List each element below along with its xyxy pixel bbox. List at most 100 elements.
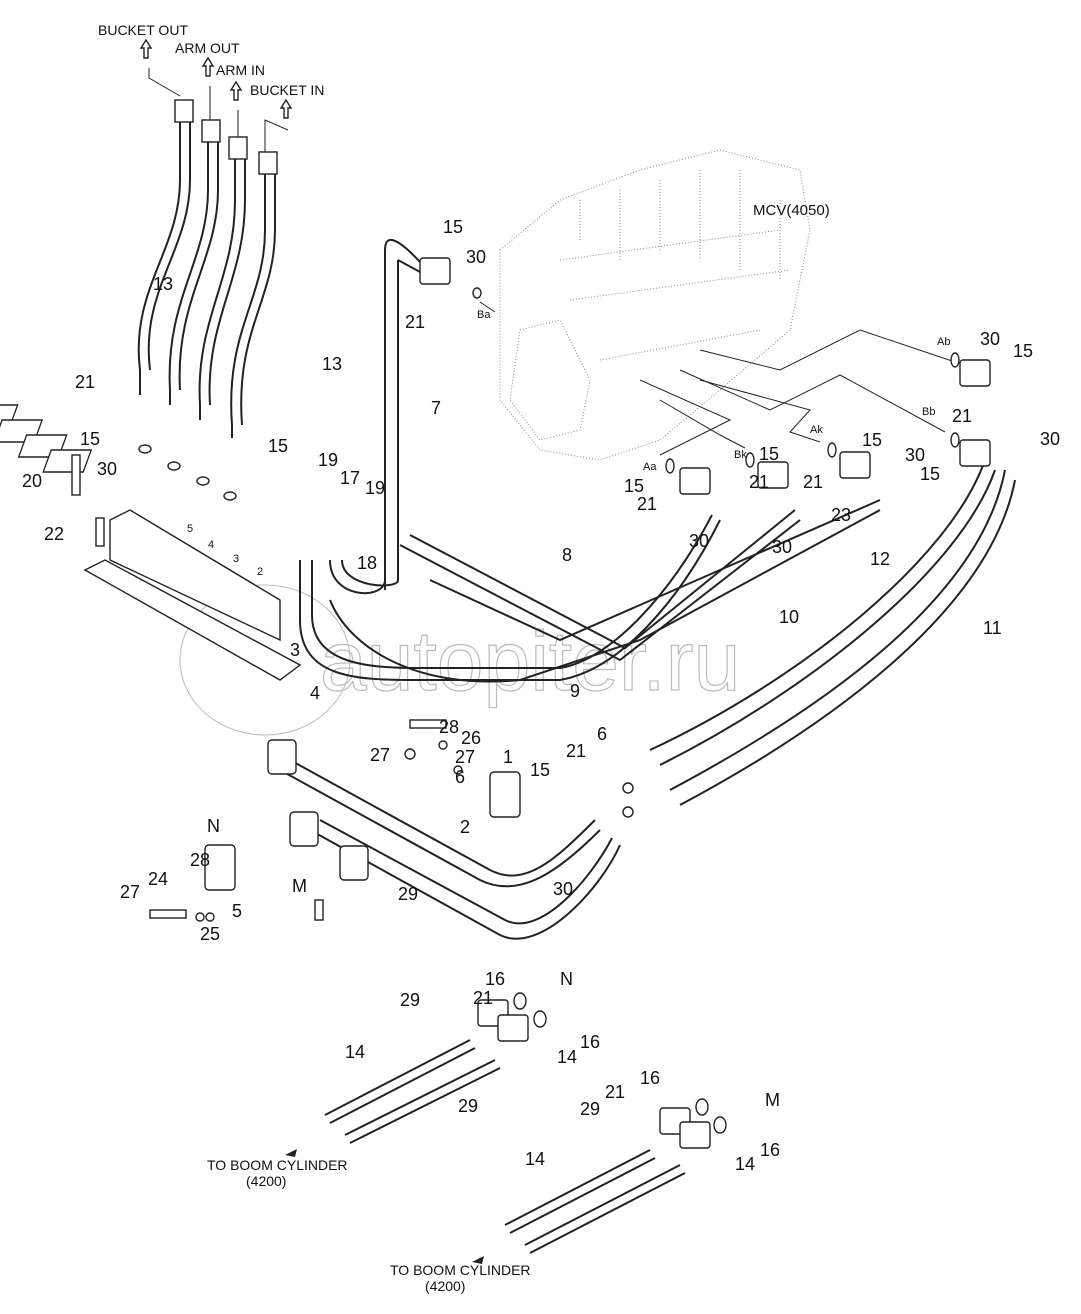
- callout-13: 13: [153, 274, 173, 294]
- callout-30: 30: [689, 531, 709, 551]
- callout-11: 11: [983, 618, 1002, 638]
- dest-1-line2: (4200): [246, 1173, 286, 1189]
- callout-21: 21: [405, 312, 425, 332]
- callout-14: 14: [345, 1042, 365, 1062]
- callout-29: 29: [398, 884, 418, 904]
- callout-21: 21: [952, 406, 972, 426]
- callout-30: 30: [97, 459, 117, 479]
- callout-4: 4: [310, 683, 320, 703]
- callout-16: 16: [580, 1032, 600, 1052]
- dest-2-line2: (4200): [425, 1278, 465, 1294]
- callout-14: 14: [525, 1149, 545, 1169]
- manifold-block: [83, 509, 302, 681]
- destinations: TO BOOM CYLINDER (4200) TO BOOM CYLINDER…: [207, 1157, 531, 1294]
- callout-15: 15: [80, 429, 100, 449]
- callout-16: 16: [760, 1140, 780, 1160]
- callout-19: 19: [365, 478, 385, 498]
- callout-15: 15: [268, 436, 288, 456]
- label-arm-out: ARM OUT: [175, 40, 240, 56]
- port-leaders: [479, 301, 956, 456]
- mcv-title: MCV(4050): [753, 202, 830, 219]
- boom-hoses: [285, 992, 727, 1264]
- callout-16: 16: [640, 1068, 660, 1088]
- callout-26: 26: [461, 728, 481, 748]
- block-port: 2: [257, 566, 263, 578]
- callout-28: 28: [190, 850, 210, 870]
- callout-9: 9: [570, 681, 580, 701]
- port-ab: Ab: [937, 336, 950, 348]
- callout-2: 2: [460, 817, 470, 837]
- callout-21: 21: [566, 741, 586, 761]
- callout-27: 27: [120, 882, 140, 902]
- port-bb: Bb: [922, 406, 935, 418]
- callout-21: 21: [749, 472, 769, 492]
- port-labels: Ba Ab Bb Aa Bk Ak: [477, 309, 950, 473]
- watermark-text: autopiter.ru: [320, 614, 740, 708]
- pipe-7: [329, 239, 421, 594]
- flow-arrows: [139, 38, 293, 152]
- callout-16: 16: [485, 969, 505, 989]
- long-hoses: [299, 459, 1016, 806]
- callout-30: 30: [980, 329, 1000, 349]
- callout-21: 21: [605, 1082, 625, 1102]
- dest-2-line1: TO BOOM CYLINDER: [390, 1262, 531, 1278]
- callout-28: 28: [439, 717, 459, 737]
- callout-29: 29: [400, 990, 420, 1010]
- label-bucket-out: BUCKET OUT: [98, 22, 188, 38]
- callout-14: 14: [557, 1047, 577, 1067]
- callout-15: 15: [624, 476, 644, 496]
- callout-6: 6: [455, 767, 465, 787]
- callout-15: 15: [862, 430, 882, 450]
- label-arm-in: ARM IN: [216, 62, 265, 78]
- callout-30: 30: [553, 879, 573, 899]
- block-port: 4: [208, 539, 214, 551]
- callout-22: 22: [44, 524, 64, 544]
- callout-20: 20: [22, 471, 42, 491]
- callout-27: 27: [370, 745, 390, 765]
- callout-14: 14: [735, 1154, 755, 1174]
- flow-labels: BUCKET OUT ARM OUT ARM IN BUCKET IN: [98, 22, 324, 98]
- callout-12: 12: [870, 549, 890, 569]
- mcv-valve-body: [499, 149, 811, 461]
- block-port: 5: [187, 523, 193, 535]
- callout-30: 30: [466, 247, 486, 267]
- hoses-13: [137, 99, 278, 438]
- callout-24: 24: [148, 869, 168, 889]
- port-bk: Bk: [734, 449, 747, 461]
- callout-18: 18: [357, 553, 377, 573]
- callout-19: 19: [318, 450, 338, 470]
- callout-8: 8: [562, 545, 572, 565]
- callout-15: 15: [1013, 341, 1033, 361]
- block-port: 3: [233, 553, 239, 565]
- port-ak: Ak: [810, 424, 823, 436]
- callout-1: 1: [503, 747, 513, 767]
- callout-6: 6: [597, 724, 607, 744]
- callout-27: 27: [455, 747, 475, 767]
- callout-15: 15: [920, 464, 940, 484]
- marker-m-upper: M: [292, 876, 307, 896]
- callout-15: 15: [759, 444, 779, 464]
- callout-3: 3: [290, 640, 300, 660]
- callout-17: 17: [340, 468, 360, 488]
- callout-15: 15: [530, 760, 550, 780]
- marker-m-lower: M: [765, 1090, 780, 1110]
- callout-10: 10: [779, 607, 799, 627]
- callout-30: 30: [772, 537, 792, 557]
- port-aa: Aa: [643, 461, 657, 473]
- bolts: [71, 454, 105, 547]
- callout-25: 25: [200, 924, 220, 944]
- port-flanges: [419, 257, 991, 495]
- marker-n-lower: N: [560, 969, 573, 989]
- connection-markers: N M N M: [207, 816, 780, 1110]
- marker-n-upper: N: [207, 816, 220, 836]
- callout-30: 30: [1040, 429, 1060, 449]
- callout-29: 29: [458, 1096, 478, 1116]
- dest-1-line1: TO BOOM CYLINDER: [207, 1157, 348, 1173]
- callout-21: 21: [473, 988, 493, 1008]
- callout-7: 7: [431, 398, 441, 418]
- label-bucket-in: BUCKET IN: [250, 82, 324, 98]
- lower-pipe-assembly: [149, 719, 634, 940]
